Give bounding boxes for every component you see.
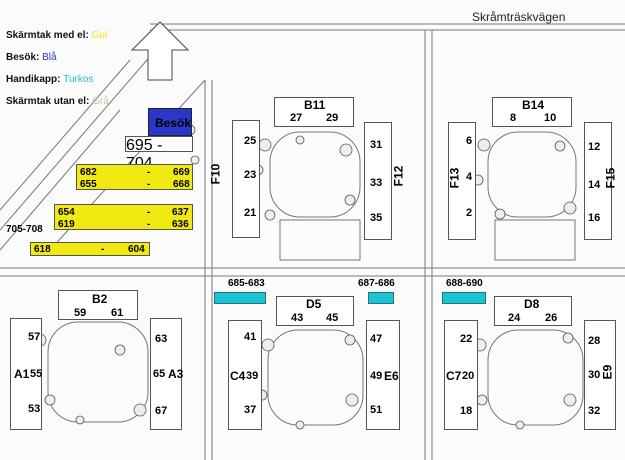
e9-unit-32: 32 — [588, 405, 601, 417]
handicap-spot-688-690 — [442, 292, 486, 304]
building-f13 — [448, 122, 476, 240]
parking-682-655: 682 - 669 655 - 668 — [76, 164, 193, 190]
building-d8 — [494, 296, 572, 326]
parking-695-704: 695 - 704 — [125, 136, 193, 172]
building-f15-label: F15 — [603, 167, 618, 189]
c4-unit-37: 37 — [244, 404, 257, 416]
parking-618-604: 618 - 604 — [30, 242, 150, 256]
road-name: Skråmträskvägen — [472, 10, 566, 24]
a1-unit-57: 57 — [28, 331, 41, 343]
legend-roof-with-power: Skärmtak med el: Gul — [6, 30, 108, 41]
building-c4 — [228, 320, 262, 430]
e9-unit-28: 28 — [588, 335, 601, 347]
e6-unit-47: 47 — [370, 333, 383, 345]
e6-unit-51: 51 — [370, 404, 383, 416]
legend-roof-without-power: Skärmtak utan el: Grå — [6, 96, 109, 107]
d5-unit-45: 45 — [326, 312, 339, 324]
building-f10-label: F10 — [208, 163, 223, 185]
e9-unit-30: 30 — [588, 369, 601, 381]
building-e9-label: E9 — [600, 364, 615, 380]
building-c7 — [444, 320, 478, 430]
building-b2-label: B2 — [92, 292, 108, 306]
building-e9 — [584, 320, 616, 430]
f13-unit-4: 4 — [466, 171, 473, 183]
b2-unit-61: 61 — [111, 307, 124, 319]
f13-unit-2: 2 — [466, 207, 473, 219]
building-b11 — [274, 97, 354, 127]
f15-unit-16: 16 — [588, 212, 601, 224]
c7-unit-22: 22 — [460, 333, 473, 345]
building-f13-label: F13 — [447, 167, 462, 189]
b11-unit-27: 27 — [290, 112, 303, 124]
f12-unit-33: 33 — [370, 177, 383, 189]
f12-unit-35: 35 — [370, 212, 383, 224]
building-f10 — [232, 120, 260, 238]
building-e6 — [366, 320, 400, 430]
f10-unit-21: 21 — [244, 207, 257, 219]
handicap-685-683-label: 685-683 — [228, 278, 265, 289]
visitor-parking: Besök — [148, 108, 192, 136]
a3-unit-63: 63 — [155, 333, 168, 345]
f12-unit-31: 31 — [370, 139, 383, 151]
f10-unit-25: 25 — [244, 135, 257, 147]
f15-unit-12: 12 — [588, 141, 601, 153]
legend-handicap: Handikapp: Turkos — [6, 74, 94, 85]
building-d5 — [276, 296, 354, 326]
d8-unit-24: 24 — [508, 312, 521, 324]
e6-unit-49: 49 — [370, 370, 383, 382]
handicap-688-690-label: 688-690 — [446, 278, 483, 289]
c4-unit-41: 41 — [244, 331, 257, 343]
f15-unit-14: 14 — [588, 179, 601, 191]
a3-unit-65: 65 — [153, 368, 166, 380]
building-d8-label: D8 — [524, 297, 540, 311]
building-b14-label: B14 — [522, 98, 545, 112]
a1-unit-53: 53 — [28, 403, 41, 415]
building-f12-label: F12 — [391, 165, 406, 187]
parking-654-619: 654 - 637 619 - 636 — [54, 204, 193, 230]
b14-unit-10: 10 — [544, 112, 557, 124]
b14-unit-8: 8 — [510, 112, 517, 124]
legend-visitor: Besök: Blå — [6, 52, 57, 63]
f10-unit-23: 23 — [244, 169, 257, 181]
c4-unit-39: 39 — [246, 370, 259, 382]
c7-unit-20: 20 — [462, 370, 475, 382]
c7-unit-18: 18 — [460, 405, 473, 417]
handicap-spot-687-686 — [368, 292, 394, 304]
building-c4-label: C4 — [230, 369, 246, 383]
building-d5-label: D5 — [306, 297, 322, 311]
d8-unit-26: 26 — [545, 312, 558, 324]
parking-705-708-label: 705-708 — [6, 224, 43, 235]
b11-unit-29: 29 — [326, 112, 339, 124]
building-b14 — [492, 97, 572, 127]
building-f15 — [584, 122, 612, 240]
handicap-spot-685-683 — [214, 292, 266, 304]
visitor-parking-label: Besök — [155, 116, 192, 130]
building-b11-label: B11 — [304, 98, 326, 112]
building-e6-label: E6 — [384, 369, 399, 383]
a1-unit-55: 55 — [30, 368, 43, 380]
handicap-687-686-label: 687-686 — [358, 278, 395, 289]
d5-unit-43: 43 — [291, 312, 304, 324]
building-a3-label: A3 — [168, 367, 184, 381]
building-b2 — [58, 290, 138, 320]
building-f12 — [364, 122, 392, 240]
b2-unit-59: 59 — [74, 307, 87, 319]
building-c7-label: C7 — [446, 369, 462, 383]
a3-unit-67: 67 — [155, 405, 168, 417]
f13-unit-6: 6 — [466, 135, 473, 147]
building-a1-label: A1 — [14, 367, 30, 381]
building-a3 — [150, 318, 182, 430]
building-a1 — [10, 318, 42, 430]
